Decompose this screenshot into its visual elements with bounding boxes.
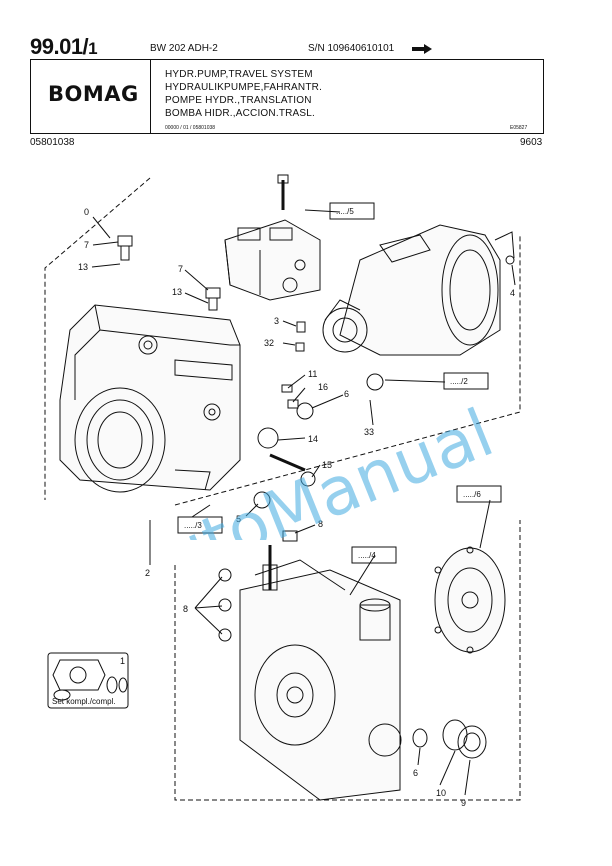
title-de: HYDRAULIKPUMPE,FAHRANTR. <box>165 82 323 93</box>
callout-15: 15 <box>322 460 332 470</box>
callout-2: 2 <box>145 568 150 578</box>
callout-5: 5 <box>236 514 241 524</box>
set-label: Set kompl./compl. <box>52 697 116 706</box>
callout-3: 3 <box>274 316 279 326</box>
bomag-logo: BOMAG <box>48 82 139 106</box>
date-code: 9603 <box>520 137 543 148</box>
ref-2: ...../2 <box>450 377 468 386</box>
page-number: 99.01/1 <box>30 34 98 59</box>
callout-4: 4 <box>510 288 515 298</box>
callout-16: 16 <box>318 382 328 392</box>
gasket-set-box <box>47 652 129 709</box>
machine-model: BW 202 ADH-2 <box>150 43 218 54</box>
header-box <box>30 59 544 134</box>
serial-number: S/N 109640610101 <box>308 43 395 54</box>
part-number: 05801038 <box>30 137 75 148</box>
header-divider <box>150 59 152 134</box>
exploded-parts-drawing: 0 7 13 7 13 3 32 11 16 6 33 14 15 5 2 4 … <box>44 174 521 808</box>
callout-0: 0 <box>84 207 89 217</box>
callout-6b: 6 <box>413 768 418 778</box>
callout-33: 33 <box>364 427 374 437</box>
control-valve-lower <box>239 545 402 801</box>
callout-13a: 13 <box>78 262 88 272</box>
ref-6: ...../6 <box>463 490 481 499</box>
title-fr: POMPE HYDR.,TRANSLATION <box>165 95 312 106</box>
arrow-right-icon <box>412 44 432 54</box>
callout-7b: 7 <box>178 264 183 274</box>
small-code: E05827 <box>510 125 528 131</box>
callout-7a: 7 <box>84 240 89 250</box>
callout-6a: 6 <box>344 389 349 399</box>
ref-3: ...../3 <box>184 521 202 530</box>
callout-11: 11 <box>308 369 317 379</box>
small-parts <box>117 235 515 642</box>
cover-plate <box>434 546 506 654</box>
title-es: BOMBA HIDR.,ACCION.TRASL. <box>165 108 316 119</box>
callout-9: 9 <box>461 798 466 808</box>
title-en: HYDR.PUMP,TRAVEL SYSTEM <box>165 69 313 80</box>
motor-unit <box>322 224 515 356</box>
callout-10: 10 <box>436 788 446 798</box>
ref-5: ...../5 <box>336 207 354 216</box>
callout-8b: 8 <box>183 604 188 614</box>
callout-13b: 13 <box>172 287 182 297</box>
small-reference: 00000 / 01 / 05801038 <box>165 125 216 131</box>
callout-14: 14 <box>308 434 318 444</box>
pump-housing <box>59 304 241 493</box>
valve-block-top <box>224 174 321 301</box>
callout-1: 1 <box>120 656 125 666</box>
seal-rings <box>412 719 487 759</box>
ref-4: ...../4 <box>358 551 376 560</box>
callout-8a: 8 <box>318 519 323 529</box>
callout-32: 32 <box>264 338 274 348</box>
